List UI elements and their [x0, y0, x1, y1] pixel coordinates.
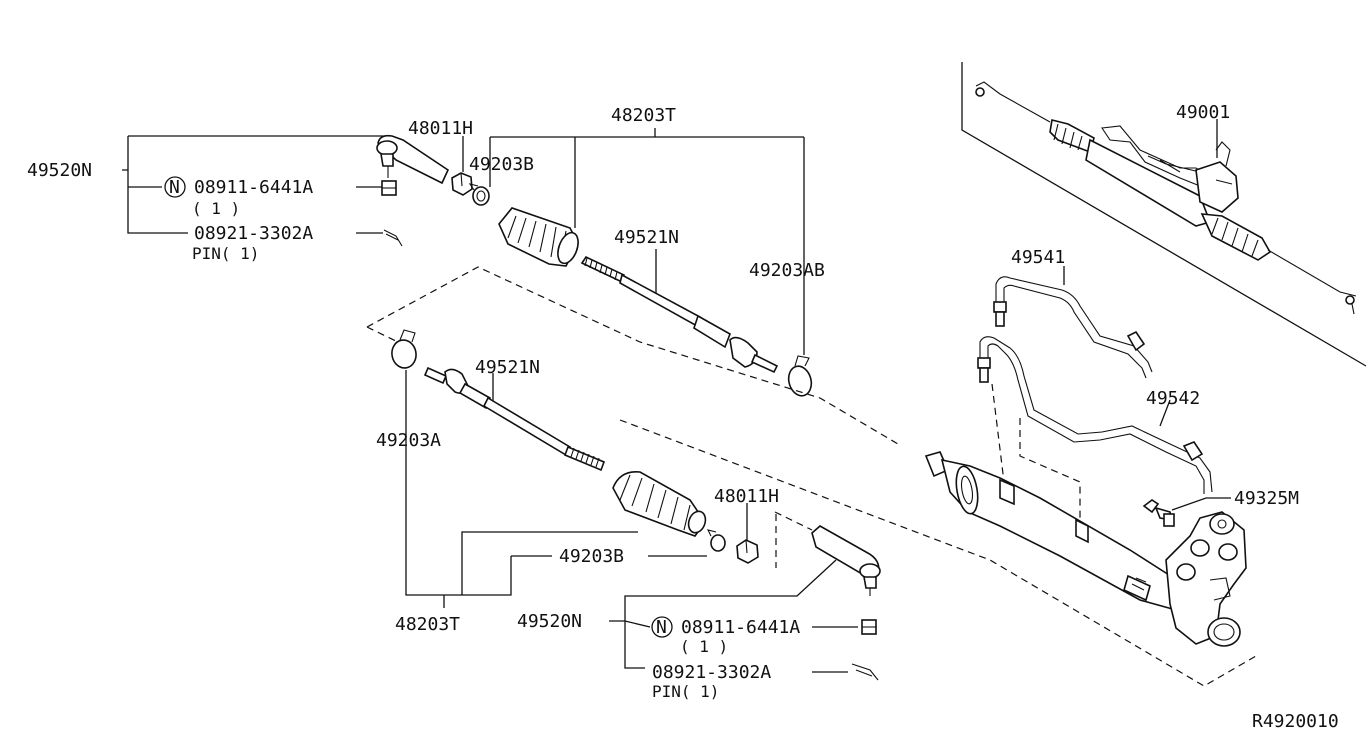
- tube-49541-part: [993, 276, 1153, 379]
- boot-kit-top-group: 48203T: [490, 105, 805, 355]
- label-clamp-top: 49203B: [469, 154, 534, 175]
- boot-kit-bottom-group: 48203T 49203B: [395, 529, 726, 635]
- tie-rod-end-top-part: [376, 134, 450, 185]
- rack-housing-part: [924, 451, 1247, 647]
- label-lock-nut-bottom: 48011H: [714, 486, 779, 507]
- label-boot-kit-top: 48203T: [611, 105, 676, 126]
- label-pin-qty-bottom: PIN( 1): [652, 682, 719, 701]
- label-tie-rod-end-bottom: 49520N: [517, 611, 582, 632]
- label-nut-qty-top: ( 1 ): [192, 199, 240, 218]
- label-bolt: 49325M: [1234, 488, 1299, 509]
- inner-socket-bottom-group: 49521N: [423, 357, 606, 472]
- label-boot-kit-bottom: 48203T: [395, 614, 460, 635]
- boot-top-icon: [498, 207, 579, 267]
- label-gear-assembly: 49001: [1176, 102, 1230, 123]
- n-symbol-bottom: [651, 616, 673, 638]
- label-nut-bottom: 08911-6441A: [681, 617, 800, 638]
- label-clamp-a: 49203A: [376, 430, 441, 451]
- clamp-bottom-icon: [706, 529, 726, 552]
- lock-nut-top-group: 48011H: [408, 118, 473, 196]
- n-symbol-bottom-text: N: [656, 617, 667, 638]
- tie-rod-end-bottom-group: N 49520N 08911-6441A ( 1 ) 08921-3302A P…: [517, 525, 881, 701]
- label-pin-qty-top: PIN( 1): [192, 244, 259, 263]
- label-inner-socket-bottom: 49521N: [475, 357, 540, 378]
- left-assembly-dashed-outline: [366, 266, 1257, 687]
- label-lock-nut-top: 48011H: [408, 118, 473, 139]
- label-nut-qty-bottom: ( 1 ): [680, 637, 728, 656]
- label-tube-1: 49541: [1011, 247, 1065, 268]
- cotter-pin-top-icon: [383, 229, 403, 247]
- gear-assembly-inset-part: [975, 81, 1357, 315]
- label-pin-bottom: 08921-3302A: [652, 662, 771, 683]
- lock-nut-bottom-group: 48011H: [714, 486, 779, 564]
- gear-assembly-inset: 49001: [961, 62, 1367, 367]
- nut-bottom-icon: [861, 619, 877, 635]
- inner-socket-top-part: [580, 255, 779, 374]
- label-clamp-ab: 49203AB: [749, 260, 825, 281]
- inner-socket-bottom-part: [423, 366, 606, 472]
- tie-rod-end-top-group: N 49520N 08911-6441A ( 1 ) 08921-3302A P…: [27, 134, 450, 263]
- label-tie-rod-end-top: 49520N: [27, 160, 92, 181]
- tube-49542-part: [977, 336, 1213, 494]
- bolt-49325m-icon: [1142, 499, 1175, 527]
- label-inner-socket-top: 49521N: [614, 227, 679, 248]
- nut-top-icon: [381, 180, 397, 196]
- reference-code: R4920010: [1252, 711, 1339, 732]
- boot-bottom-icon: [612, 471, 707, 537]
- inner-socket-top-group: 49521N: [580, 227, 779, 374]
- n-symbol-top: [164, 176, 186, 198]
- clamp-top-icon: [468, 183, 490, 206]
- clamp-top-group: 49203B: [468, 137, 534, 206]
- label-pin-top: 08921-3302A: [194, 223, 313, 244]
- lock-nut-top-icon: [451, 172, 473, 196]
- cotter-pin-bottom-icon: [851, 663, 879, 681]
- clamp-a-icon: [391, 329, 417, 369]
- label-clamp-bottom: 49203B: [559, 546, 624, 567]
- clamp-ab-group: 49203AB: [749, 260, 825, 397]
- lock-nut-bottom-icon: [736, 539, 759, 564]
- tie-rod-end-bottom-part: [811, 525, 881, 596]
- label-tube-2: 49542: [1146, 388, 1200, 409]
- clamp-ab-icon: [787, 355, 813, 397]
- n-symbol-top-text: N: [169, 177, 180, 198]
- clamp-a-group: 49203A: [376, 329, 444, 596]
- rack-housing-group: 49541 49542 49325M: [924, 247, 1299, 647]
- label-nut-top: 08911-6441A: [194, 177, 313, 198]
